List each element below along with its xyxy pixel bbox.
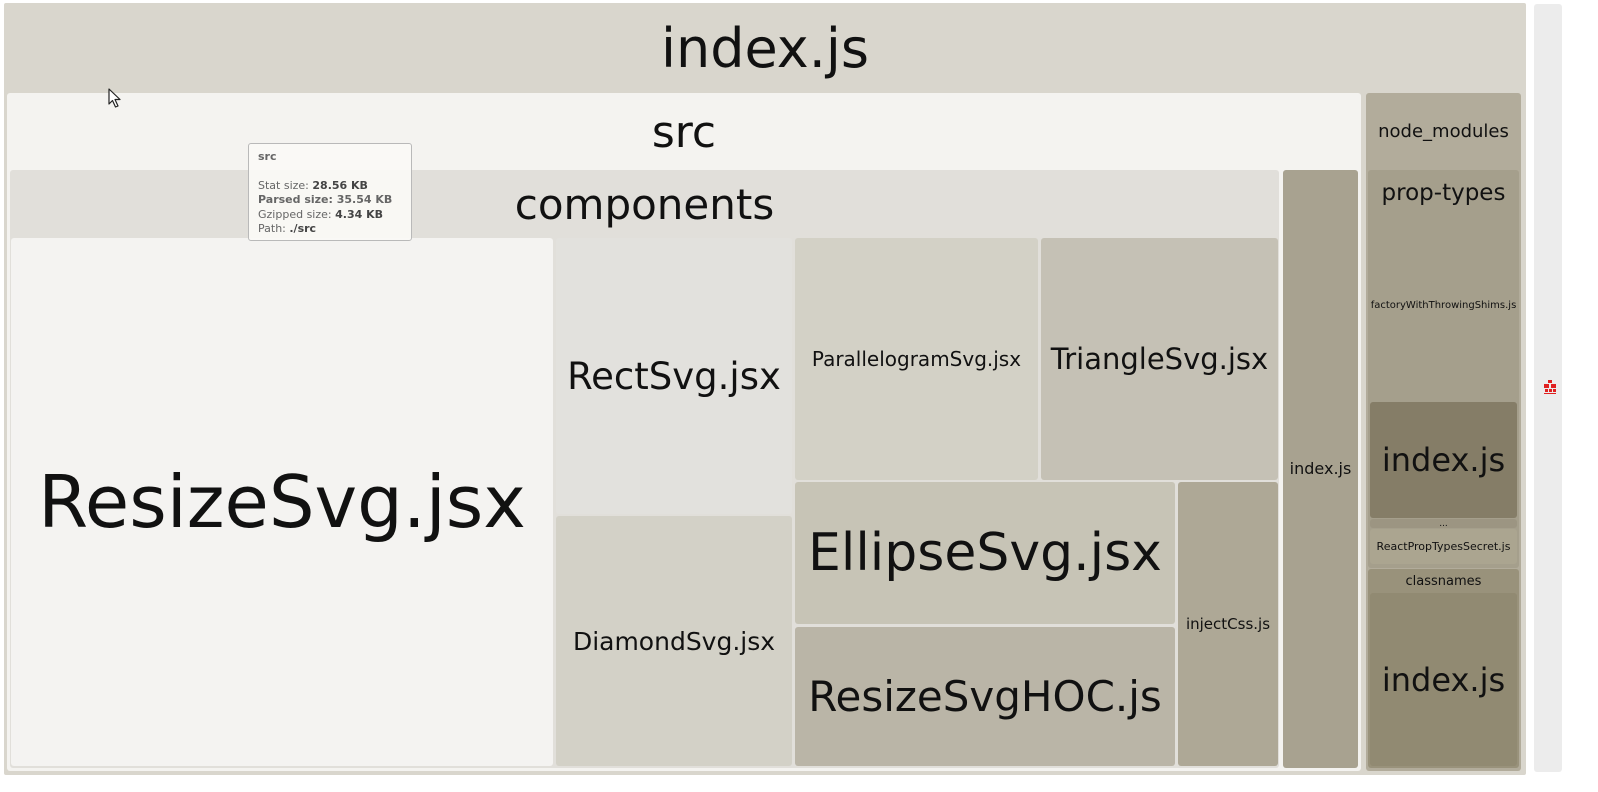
file-label: EllipseSvg.jsx <box>808 523 1162 583</box>
parsed-size-value: 35.54 KB <box>336 193 393 206</box>
treemap-file-rectsvg[interactable]: RectSvg.jsx <box>556 238 792 514</box>
tooltip-gzipped-size: Gzipped size: 4.34 KB <box>258 208 402 223</box>
file-label: index.js <box>1381 660 1506 699</box>
stat-size-value: 28.56 KB <box>312 178 368 192</box>
module-tooltip: src Stat size: 28.56 KB Parsed size: 35.… <box>248 143 412 241</box>
gzipped-size-value: 4.34 KB <box>335 207 383 221</box>
file-label: RectSvg.jsx <box>567 354 781 398</box>
file-label: index.js <box>1289 459 1352 478</box>
more-label: ... <box>1439 518 1448 529</box>
stat-size-label: Stat size: <box>258 178 309 192</box>
mouse-pointer-icon <box>108 88 121 108</box>
root-label: index.js <box>660 17 870 80</box>
treemap-file-parallelogramsvg[interactable]: ParallelogramSvg.jsx <box>795 238 1038 480</box>
sidebar-toggle-icon[interactable] <box>1543 379 1557 395</box>
file-label: ResizeSvg.jsx <box>38 460 526 544</box>
treemap-file-diamondsvg[interactable]: DiamondSvg.jsx <box>556 516 792 766</box>
tooltip-title: src <box>258 150 277 163</box>
treemap-file-src-index[interactable]: index.js <box>1283 170 1358 768</box>
file-label: DiamondSvg.jsx <box>572 626 776 656</box>
file-label: ReactPropTypesSecret.js <box>1376 540 1511 553</box>
tooltip-stat-size: Stat size: 28.56 KB <box>258 179 402 194</box>
treemap-file-factory-with-throwing-shims[interactable]: factoryWithThrowingShims.js <box>1370 212 1517 400</box>
treemap-file-ellipsesvg[interactable]: EllipseSvg.jsx <box>795 482 1175 624</box>
path-label: Path: <box>258 222 286 235</box>
components-label: components <box>514 180 775 229</box>
treemap-more-items[interactable]: ... <box>1370 519 1517 528</box>
treemap-file-trianglesvg[interactable]: TriangleSvg.jsx <box>1041 238 1278 480</box>
file-label: TriangleSvg.jsx <box>1050 341 1269 376</box>
prop-types-label: prop-types <box>1381 180 1506 206</box>
treemap-file-injectcss[interactable]: injectCss.js <box>1178 482 1278 766</box>
treemap-file-classnames-index[interactable]: index.js <box>1370 593 1517 766</box>
file-label: factoryWithThrowingShims.js <box>1370 300 1517 311</box>
node-modules-label: node_modules <box>1378 121 1509 142</box>
classnames-label: classnames <box>1405 574 1482 589</box>
sidebar-panel[interactable] <box>1534 4 1562 772</box>
treemap-file-prop-types-index[interactable]: index.js <box>1370 402 1517 518</box>
file-label: ParallelogramSvg.jsx <box>811 347 1022 371</box>
file-label: index.js <box>1381 441 1506 479</box>
path-value: ./src <box>289 222 317 235</box>
file-label: ResizeSvgHOC.js <box>808 671 1162 721</box>
src-label: src <box>651 107 717 158</box>
treemap-file-react-prop-types-secret[interactable]: ReactPropTypesSecret.js <box>1370 529 1517 564</box>
parsed-size-label: Parsed size: <box>258 193 333 206</box>
gzipped-size-label: Gzipped size: <box>258 207 332 221</box>
tooltip-parsed-size: Parsed size: 35.54 KB <box>258 193 402 208</box>
treemap-file-resizesvg[interactable]: ResizeSvg.jsx <box>11 238 553 766</box>
treemap-file-resizesvghoc[interactable]: ResizeSvgHOC.js <box>795 627 1175 766</box>
file-label: injectCss.js <box>1185 614 1271 633</box>
tooltip-path: Path: ./src <box>258 222 402 237</box>
